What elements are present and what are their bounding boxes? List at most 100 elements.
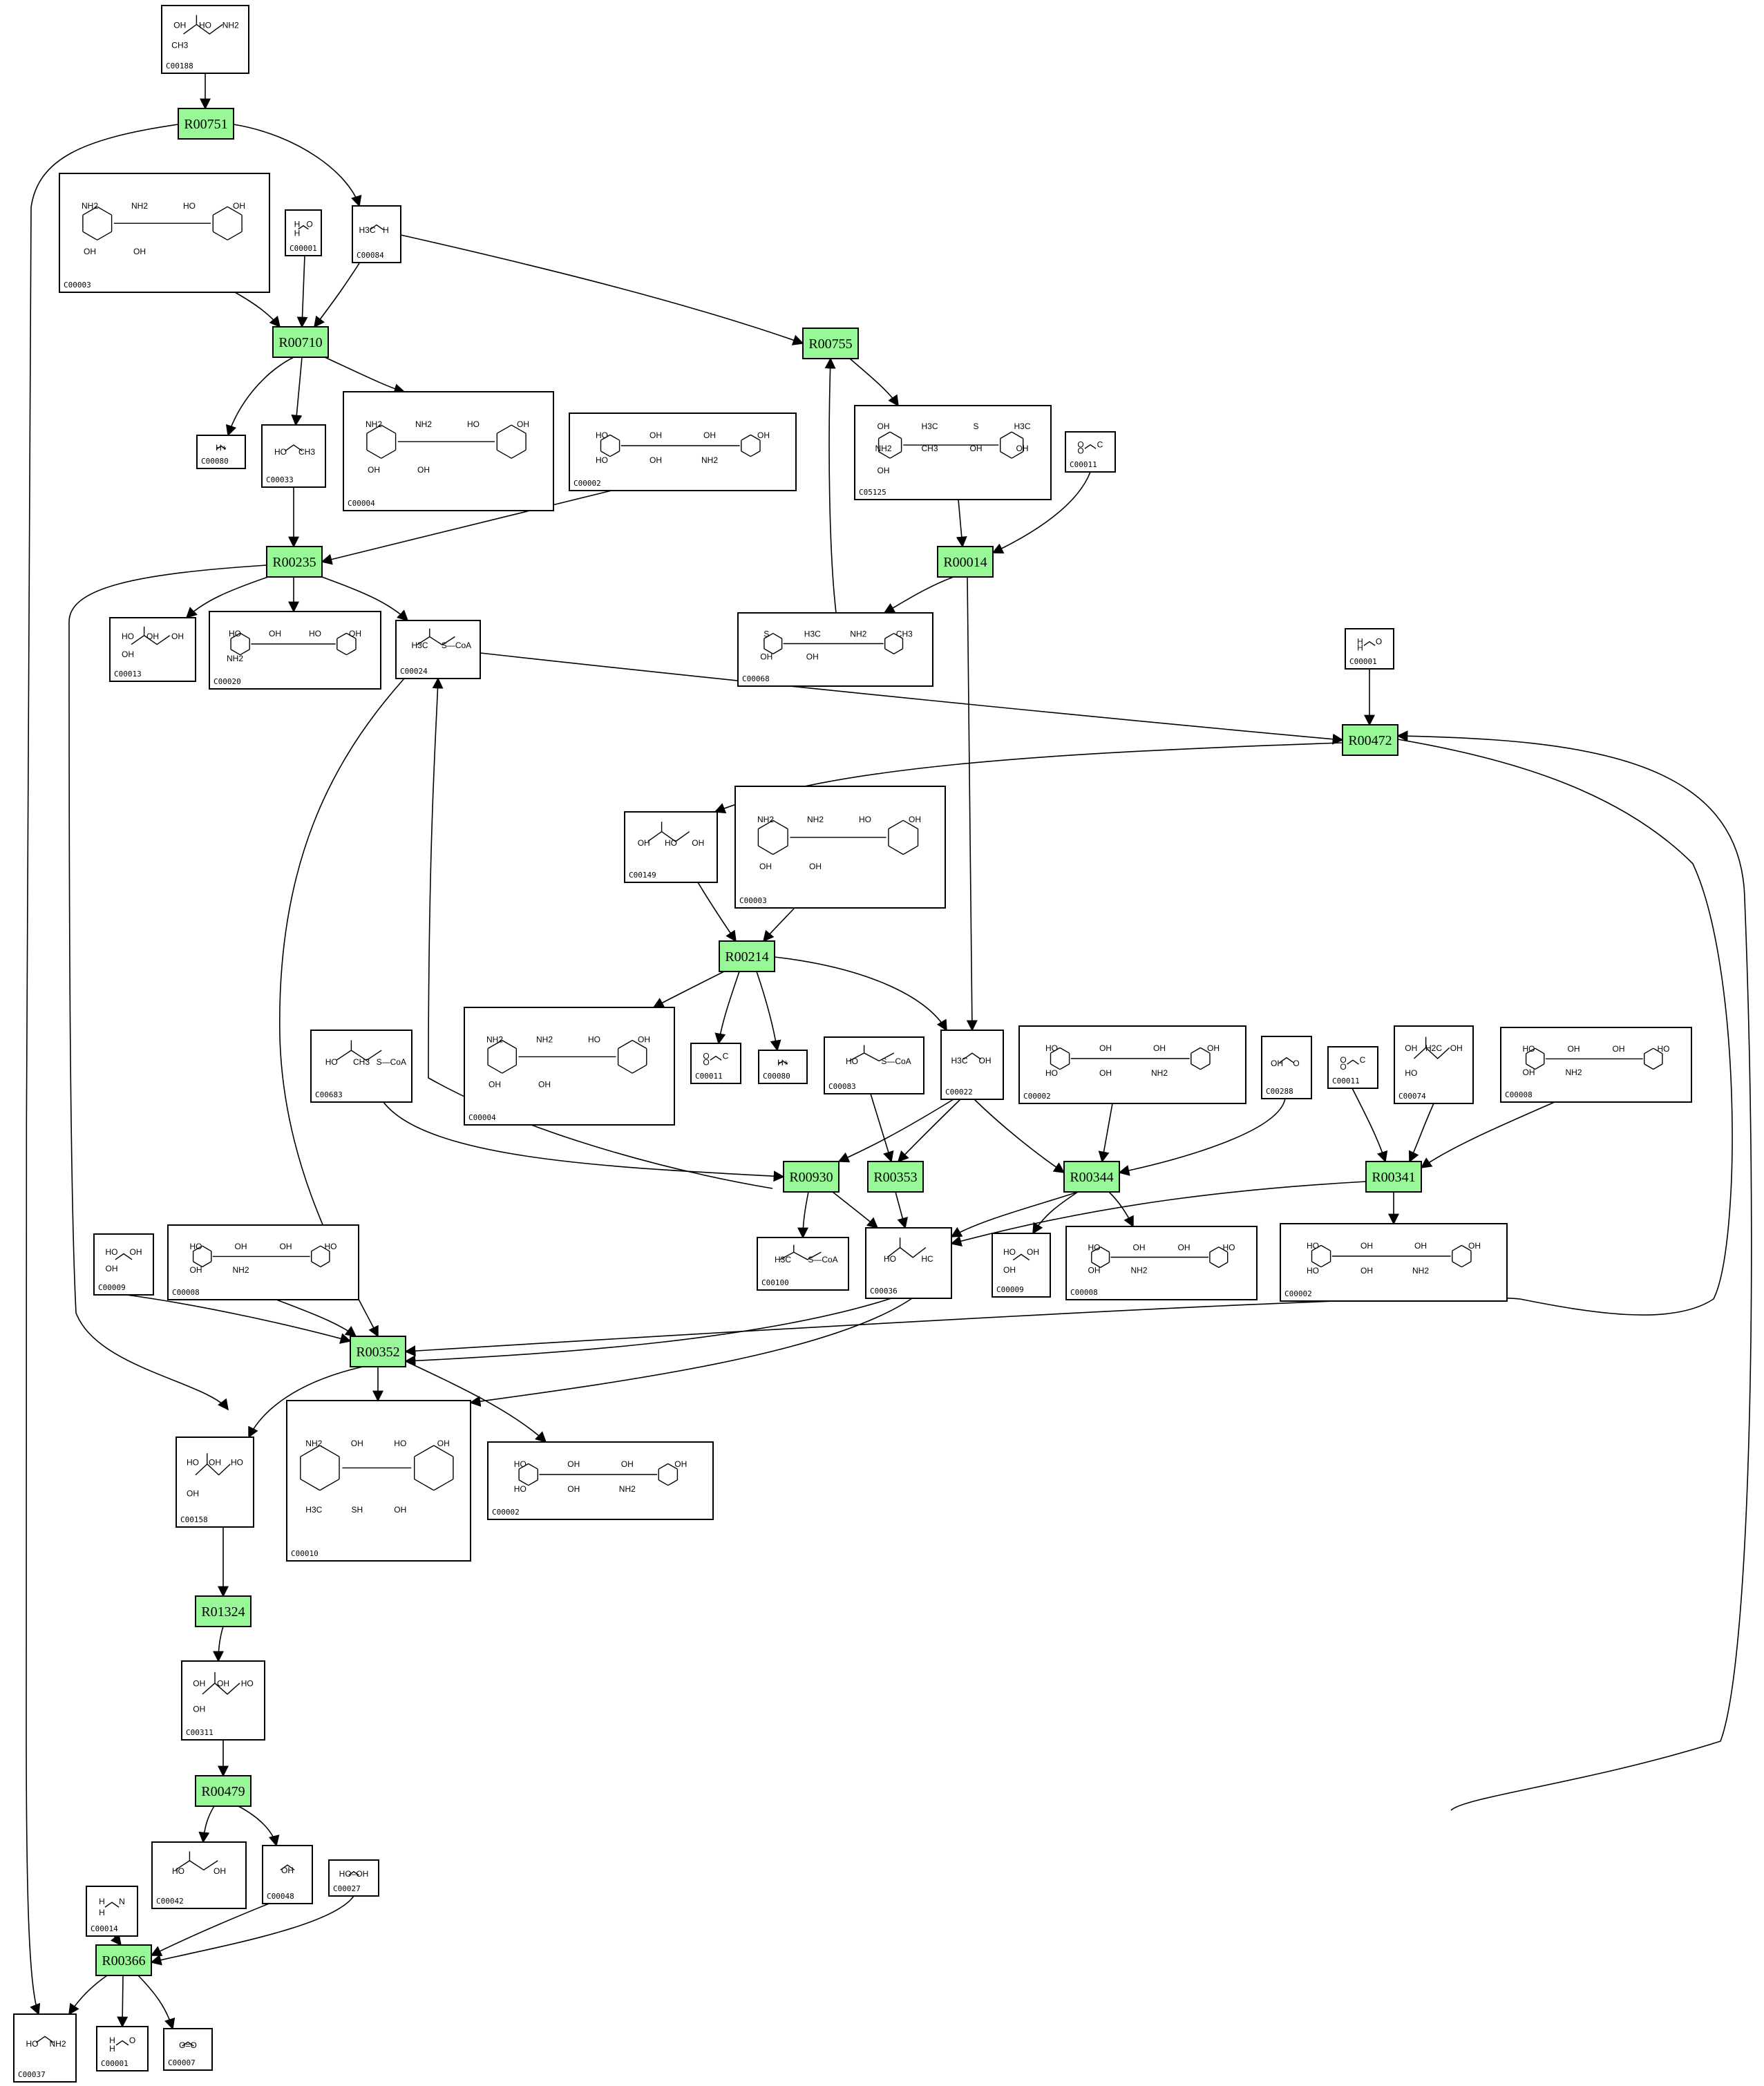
atom-label: H [99,1897,105,1906]
atom-label: OH [209,1458,221,1468]
compound-box [310,1030,412,1103]
structure-sketch [300,1445,454,1491]
reaction-node[interactable]: R00341 [1365,1161,1422,1193]
edge-arrow [117,1975,129,2028]
reaction-node[interactable]: R01324 [195,1595,252,1627]
reaction-node[interactable]: R00214 [719,940,775,972]
edge-arrow [198,1805,215,1843]
reaction-node[interactable]: R00751 [178,108,234,140]
atom-label: OH [649,430,662,440]
atom-label: NH2 [701,455,718,465]
compound-box [854,405,1052,500]
atom-label: HC [921,1254,933,1264]
reaction-node[interactable]: R00479 [195,1775,252,1807]
compound-box [487,1441,714,1520]
compound-node[interactable]: H+C00080 [758,1050,808,1084]
atom-label: OH [567,1484,580,1494]
atom-label: OH [437,1439,450,1448]
atom-label: HO [514,1484,527,1494]
compound-box [1065,1226,1258,1300]
edge-arrow [296,255,308,328]
edge-arrow [714,971,740,1045]
atom-label: CH3 [171,41,188,50]
atom-label: NH2 [619,1484,636,1494]
atom-label: HO [394,1439,406,1448]
reaction-node[interactable]: R00352 [350,1336,406,1367]
atom-label: CH3 [353,1057,370,1067]
compound-box [865,1227,952,1299]
compound-node[interactable]: H+C00080 [196,435,246,469]
atom-label: OH [122,649,134,659]
atom-label: OH [1027,1247,1039,1257]
reaction-node[interactable]: R00235 [266,546,323,578]
reaction-node[interactable]: R00755 [802,328,859,359]
structure-sketch [175,1851,218,1871]
atom-label: H [1357,637,1363,647]
reaction-label: R00352 [356,1345,399,1360]
edge-arrow [762,907,795,942]
atom-label: H+ [777,1058,788,1068]
atom-label: H+ [216,443,227,453]
structure-sketch [115,1253,133,1260]
compound-box [1327,1046,1378,1089]
atom-label: OH [171,632,184,641]
reaction-node[interactable]: R00344 [1063,1161,1120,1193]
edge-arrow [897,1099,961,1163]
reaction-node[interactable]: R00353 [867,1161,924,1193]
reaction-node[interactable]: R00366 [95,1944,152,1976]
compound-box [464,1007,675,1126]
reaction-node[interactable]: R00710 [272,326,329,358]
atom-label: OH [806,652,819,662]
reaction-node[interactable]: R00472 [1342,724,1398,756]
reaction-label: R00710 [278,335,322,350]
reaction-node[interactable]: R00014 [937,546,994,578]
reaction-node[interactable]: R00930 [783,1161,840,1193]
atom-label: NH2 [415,419,432,429]
atom-label: HO [467,419,480,429]
